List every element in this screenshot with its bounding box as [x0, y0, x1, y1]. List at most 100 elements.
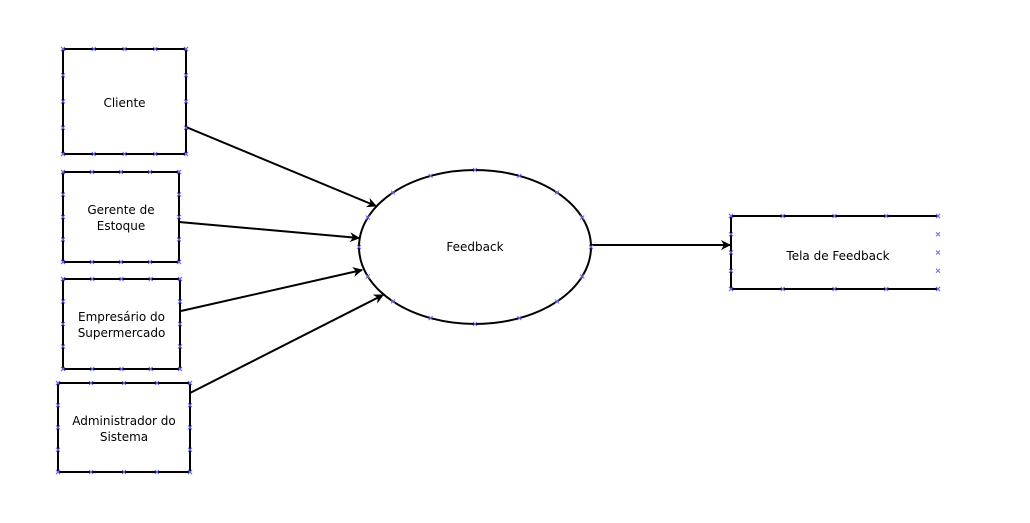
connection-point-marker — [472, 321, 478, 327]
connection-point-marker — [780, 213, 786, 219]
edge-gerente-feedback[interactable] — [178, 221, 360, 243]
connection-point-marker — [55, 447, 61, 453]
connection-point-marker — [60, 46, 66, 52]
actor-label-line2: Supermercado — [78, 326, 166, 340]
actor-empresario-do-supermercado[interactable]: Empresário do Supermercado — [62, 278, 181, 370]
connection-point-marker — [187, 425, 193, 430]
connection-point-marker — [177, 299, 183, 304]
output-tela-de-feedback[interactable]: Tela de Feedback — [730, 215, 938, 290]
connection-point-marker — [60, 276, 66, 282]
connection-point-marker — [728, 250, 734, 255]
connection-point-marker — [177, 321, 183, 327]
connection-point-marker — [60, 125, 66, 131]
connection-point-marker — [88, 469, 94, 475]
connection-point-marker — [60, 299, 66, 304]
connection-point-marker — [177, 276, 183, 282]
connection-point-marker — [187, 447, 193, 453]
connection-point-marker — [183, 151, 189, 157]
connection-point-marker — [60, 259, 66, 265]
actor-label: Cliente — [103, 96, 145, 110]
connection-point-marker — [60, 237, 66, 242]
connection-point-marker — [177, 344, 183, 349]
connection-point-marker — [780, 286, 786, 292]
connection-point-marker — [152, 46, 158, 52]
connection-point-marker — [154, 380, 160, 386]
connection-point-marker — [60, 72, 66, 78]
connection-point-marker — [147, 169, 153, 175]
connection-point-marker — [187, 469, 193, 475]
connection-point-marker — [883, 286, 889, 292]
edge-empresario-feedback[interactable] — [180, 267, 363, 312]
connection-point-marker — [728, 286, 734, 292]
connection-point-marker — [176, 237, 182, 242]
connection-point-marker — [89, 169, 95, 175]
connection-point-marker — [152, 151, 158, 157]
connection-point-marker — [176, 214, 182, 220]
connection-point-marker — [118, 169, 124, 175]
connection-point-marker — [935, 250, 941, 255]
actor-cliente[interactable]: Cliente — [62, 48, 187, 155]
connection-point-marker — [428, 315, 433, 321]
connection-point-marker — [935, 231, 941, 237]
connection-point-marker — [187, 380, 193, 386]
connection-point-marker — [365, 215, 371, 220]
connection-point-marker — [517, 315, 522, 321]
connection-point-marker — [935, 286, 941, 292]
edge-cliente-feedback[interactable] — [185, 126, 377, 208]
connection-point-marker — [60, 214, 66, 220]
connection-markers — [55, 46, 941, 475]
connection-point-marker — [935, 213, 941, 219]
actor-label-line2: Sistema — [100, 430, 148, 444]
connection-point-marker — [365, 274, 371, 279]
connection-point-marker — [55, 380, 61, 386]
connection-point-marker — [60, 169, 66, 175]
connection-point-marker — [390, 299, 396, 304]
connection-point-marker — [554, 299, 560, 304]
connection-point-marker — [119, 276, 124, 282]
actor-gerente-de-estoque[interactable]: Gerente de Estoque — [62, 171, 180, 263]
connection-point-marker — [183, 99, 189, 104]
connection-point-marker — [832, 213, 837, 219]
connection-point-marker — [177, 366, 183, 372]
connection-point-marker — [183, 125, 189, 131]
connection-point-marker — [148, 276, 154, 282]
connection-point-marker — [119, 366, 124, 372]
connection-point-marker — [91, 46, 97, 52]
connection-point-marker — [832, 286, 837, 292]
connection-point-marker — [935, 268, 941, 274]
connection-point-marker — [588, 244, 594, 250]
connection-point-marker — [121, 380, 127, 386]
connection-point-marker — [147, 259, 153, 265]
actor-label-line1: Gerente de — [87, 203, 154, 217]
connection-point-marker — [121, 469, 127, 475]
connection-point-marker — [148, 366, 154, 372]
connection-point-marker — [60, 151, 66, 157]
connection-point-marker — [883, 213, 889, 219]
connection-point-marker — [579, 274, 585, 279]
connection-point-marker — [60, 99, 66, 104]
connection-point-marker — [154, 469, 160, 475]
connection-point-marker — [55, 425, 61, 430]
actor-administrador-do-sistema[interactable]: Administrador do Sistema — [57, 382, 191, 473]
actor-label-line1: Administrador do — [72, 414, 176, 428]
connection-point-marker — [356, 244, 362, 250]
connection-point-marker — [122, 46, 127, 52]
connection-point-marker — [60, 344, 66, 349]
connection-point-marker — [183, 46, 189, 52]
connection-point-marker — [88, 380, 94, 386]
connection-point-marker — [89, 366, 95, 372]
connection-point-marker — [728, 231, 734, 237]
edge-administrador-feedback[interactable] — [189, 294, 384, 394]
connection-point-marker — [122, 151, 127, 157]
connection-point-marker — [55, 402, 61, 408]
connection-point-marker — [728, 268, 734, 274]
connection-point-marker — [60, 366, 66, 372]
connection-point-marker — [89, 259, 95, 265]
connection-point-marker — [728, 213, 734, 219]
connection-point-marker — [89, 276, 95, 282]
connection-point-marker — [176, 259, 182, 265]
actor-label-line1: Empresário do — [78, 310, 165, 324]
connection-point-marker — [390, 190, 396, 195]
connection-point-marker — [176, 169, 182, 175]
